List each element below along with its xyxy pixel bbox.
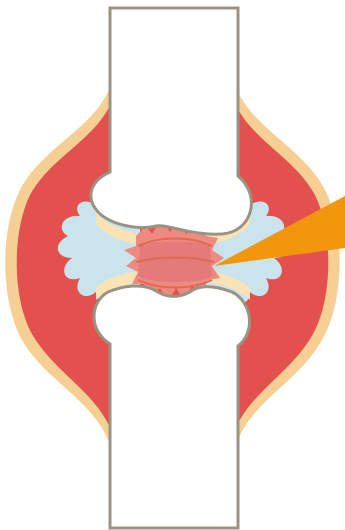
bone-lower-icon bbox=[94, 286, 249, 528]
bone-upper-icon bbox=[91, 8, 252, 234]
inflamed-center bbox=[138, 242, 212, 283]
